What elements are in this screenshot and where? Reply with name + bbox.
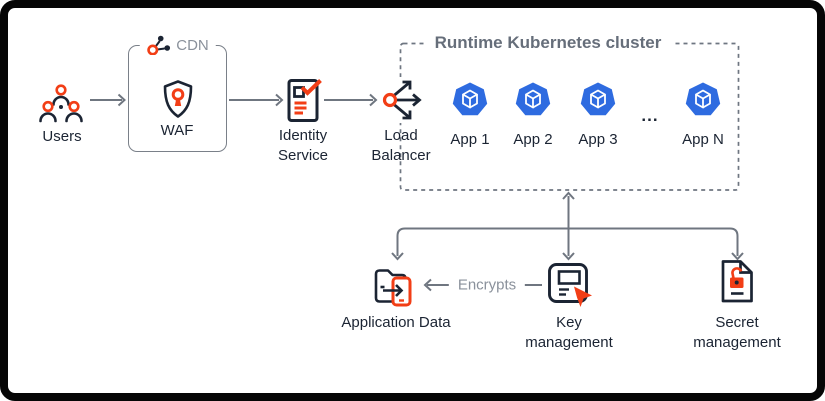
encrypts-label: Encrypts	[448, 276, 526, 294]
app-2-label: App 2	[513, 131, 553, 148]
kubernetes-pod-icon	[580, 82, 616, 116]
identity-service-label: Identity Service	[277, 127, 329, 164]
document-check-icon	[287, 79, 322, 122]
branch-line-datastores	[391, 227, 744, 261]
arrow-identity-to-loadbalancer	[324, 93, 378, 107]
application-data-label: Application Data	[341, 314, 451, 331]
waf-label: WAF	[160, 122, 194, 139]
arrow-cdn-to-identity	[229, 93, 284, 107]
app-3-label: App 3	[578, 131, 618, 148]
arrowhead-secret-management	[731, 252, 744, 261]
key-management-label: Key management	[525, 314, 613, 351]
document-lock-icon	[721, 260, 753, 303]
arrow-cluster-keymanagement	[562, 191, 575, 261]
kubernetes-pod-icon	[452, 82, 488, 116]
kubernetes-pod-icon	[515, 82, 551, 116]
users-icon	[39, 84, 83, 123]
app-n-label: App N	[682, 131, 724, 148]
cluster-title: Runtime Kubernetes cluster	[424, 33, 672, 53]
users-label: Users	[42, 128, 82, 145]
arrow-users-to-cdn	[90, 93, 126, 107]
cdn-label: CDN	[176, 36, 209, 54]
shield-keyhole-icon	[163, 80, 193, 118]
arrowhead-application-data	[391, 252, 404, 261]
folder-export-icon	[374, 269, 412, 307]
load-balancer-arrows-icon	[378, 77, 424, 123]
load-balancer-label: Load Balancer	[371, 127, 431, 164]
apps-ellipsis: ...	[641, 106, 659, 125]
console-cursor-icon	[548, 263, 592, 307]
secret-management-label: Secret management	[693, 314, 781, 351]
app-1-label: App 1	[450, 131, 490, 148]
cdn-boundary-box: CDN	[128, 35, 227, 152]
cdn-tab: CDN	[139, 35, 216, 55]
network-node-icon	[146, 35, 170, 55]
kubernetes-pod-icon	[685, 82, 721, 116]
